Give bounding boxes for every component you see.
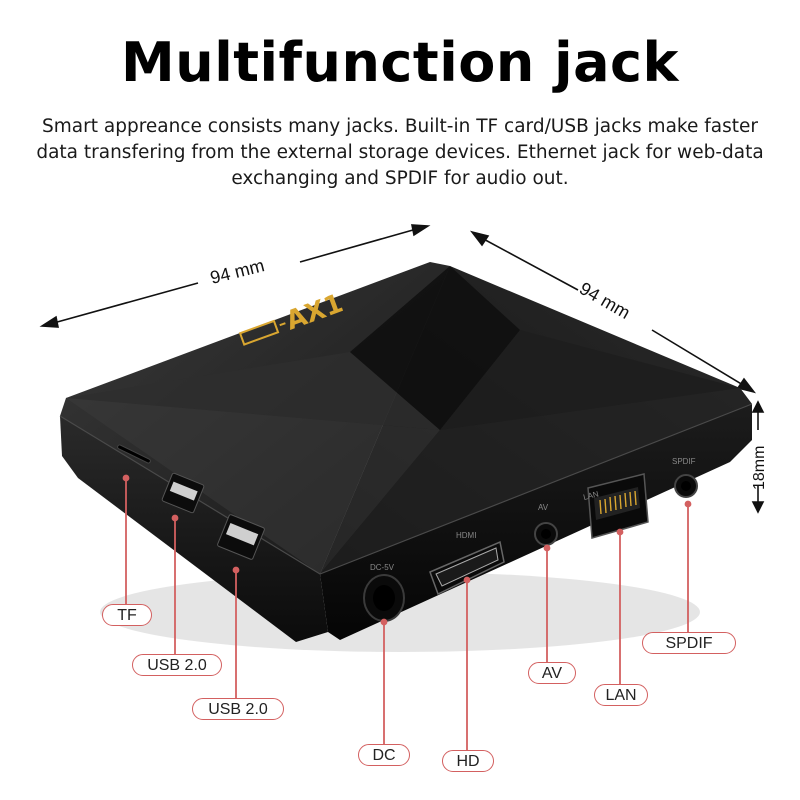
- usb-port-1: [161, 472, 205, 514]
- description: Smart appreance consists many jacks. Bui…: [36, 116, 764, 189]
- label-dc: DC: [358, 744, 410, 766]
- device-front-panel: [320, 404, 752, 640]
- av-port-silkscreen: AV: [538, 503, 549, 512]
- av-port: AV: [534, 503, 558, 546]
- callout-lines: [122, 474, 692, 750]
- label-spdif: SPDIF: [642, 632, 736, 654]
- label-tf: TF: [102, 604, 152, 626]
- dimension-height-arrow: [751, 400, 765, 514]
- usb-port-2: [217, 514, 265, 560]
- spdif-port-silkscreen: SPDIF: [672, 457, 696, 466]
- dc-port: DC-5V: [363, 563, 405, 622]
- hdmi-port-silkscreen: HDMI: [456, 531, 476, 540]
- label-hd: HD: [442, 750, 494, 772]
- tv-box: AX1 DC-5V HDMI AV: [59, 262, 753, 652]
- dc-port-silkscreen: DC-5V: [370, 563, 395, 572]
- hdmi-port: HDMI: [429, 531, 505, 596]
- label-usb-2-0-first: USB 2.0: [132, 654, 222, 676]
- dimension-depth-arrow: [469, 230, 757, 394]
- label-usb-2-0-second: USB 2.0: [192, 698, 284, 720]
- dimension-height-label: 18mm: [751, 446, 768, 490]
- spdif-port: SPDIF: [672, 457, 698, 498]
- page-title: Multifunction jack: [121, 31, 679, 94]
- dimension-width-label: 94 mm: [208, 255, 266, 288]
- device-left-side: [60, 416, 328, 642]
- dimension-width-arrow: [39, 224, 431, 328]
- label-av: AV: [528, 662, 576, 684]
- lan-port-silkscreen: LAN: [582, 489, 599, 502]
- label-lan: LAN: [594, 684, 648, 706]
- tf-slot: [117, 444, 151, 464]
- lan-port: LAN: [582, 473, 649, 539]
- dimension-depth-label: 94 mm: [576, 278, 634, 323]
